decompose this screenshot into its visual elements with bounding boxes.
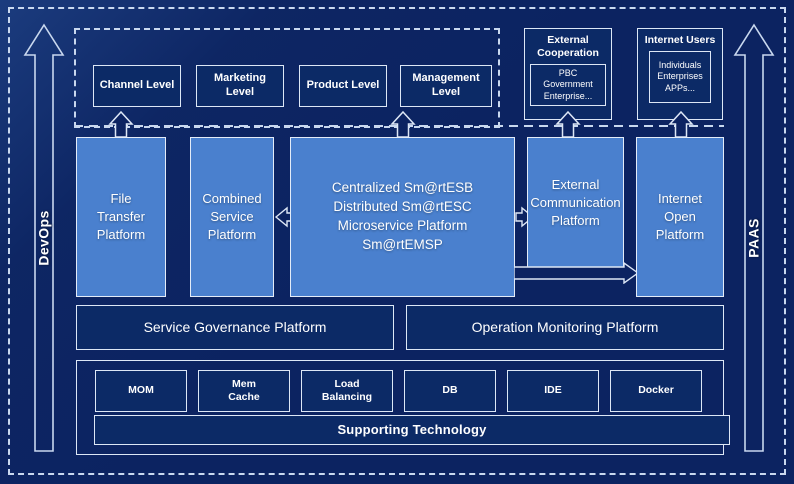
internet-open-line2: Open bbox=[664, 208, 696, 224]
level-label-marketing: Marketing Level bbox=[214, 72, 266, 98]
tech-box-mom[interactable]: MOM bbox=[95, 370, 187, 412]
combined-service-line1: Combined bbox=[202, 190, 262, 206]
external-communication-platform-box[interactable]: External Communication Platform bbox=[527, 137, 624, 269]
combined-service-platform-box[interactable]: Combined Service Platform bbox=[190, 137, 274, 297]
file-transfer-platform-box[interactable]: File Transfer Platform bbox=[76, 137, 166, 297]
up-arrow-external-cooperation bbox=[555, 110, 581, 138]
level-box-channel[interactable]: Channel Level bbox=[93, 65, 181, 107]
external-cooperation-box[interactable]: External Cooperation PBC Government Ente… bbox=[524, 28, 612, 120]
internet-users-detail: Individuals Enterprises APPs... bbox=[649, 51, 711, 104]
esb-line2: Distributed Sm@rtESC bbox=[333, 199, 472, 215]
tech-box-mem-cache[interactable]: Mem Cache bbox=[198, 370, 290, 412]
combined-service-line2: Service bbox=[210, 208, 254, 224]
tech-memcache-line2: Cache bbox=[228, 391, 260, 403]
devops-arrow-shape bbox=[23, 23, 65, 452]
devops-arrow: DevOps bbox=[22, 22, 66, 454]
level-box-product[interactable]: Product Level bbox=[299, 65, 387, 107]
internet-users-detail-line1: Individuals bbox=[658, 59, 702, 70]
arrow-esb-to-external-communication bbox=[515, 206, 535, 228]
operation-monitoring-label: Operation Monitoring Platform bbox=[471, 318, 659, 335]
tech-box-ide[interactable]: IDE bbox=[507, 370, 599, 412]
paas-label: PAAS bbox=[746, 218, 762, 258]
service-governance-label: Service Governance Platform bbox=[143, 318, 327, 335]
arrow-esb-to-internet-open-platform bbox=[514, 262, 640, 284]
supporting-technology-container bbox=[76, 360, 724, 455]
esb-line1: Centralized Sm@rtESB bbox=[331, 180, 474, 196]
up-arrow-internet-users bbox=[668, 110, 694, 138]
tech-loadbalancing-line1: Load bbox=[334, 377, 360, 390]
internet-users-title-line1: Internet Users bbox=[644, 34, 716, 46]
internet-users-detail-line2: Enterprises bbox=[657, 71, 703, 82]
internet-users-box[interactable]: Internet Users Individuals Enterprises A… bbox=[637, 28, 723, 120]
external-cooperation-title-line2: Cooperation bbox=[537, 47, 599, 60]
tech-box-db[interactable]: DB bbox=[404, 370, 496, 412]
file-transfer-line1: File bbox=[110, 190, 132, 206]
level-box-marketing[interactable]: Marketing Level bbox=[196, 65, 284, 107]
internet-open-line3: Platform bbox=[655, 227, 705, 243]
tech-memcache-line1: Mem bbox=[232, 377, 256, 390]
up-arrow-management bbox=[390, 110, 416, 138]
tech-loadbalancing-line2: Balancing bbox=[321, 391, 373, 403]
service-governance-platform-box[interactable]: Service Governance Platform bbox=[76, 305, 394, 350]
file-transfer-line2: Transfer bbox=[97, 208, 145, 224]
file-transfer-line3: Platform bbox=[96, 227, 146, 243]
level-box-management[interactable]: Management Level bbox=[400, 65, 492, 107]
external-cooperation-detail: PBC Government Enterprise... bbox=[530, 64, 606, 107]
paas-arrow-shape bbox=[733, 23, 775, 452]
external-cooperation-detail-line1: PBC Government bbox=[543, 67, 593, 90]
external-cooperation-title: External Cooperation bbox=[537, 34, 599, 60]
tech-box-load-balancing[interactable]: Load Balancing bbox=[301, 370, 393, 412]
internet-users-title: Internet Users bbox=[645, 34, 716, 47]
tech-ide-line1: IDE bbox=[544, 384, 562, 397]
layer-divider-dashed bbox=[74, 125, 724, 127]
internet-open-line1: Internet bbox=[657, 190, 703, 206]
operation-monitoring-platform-box[interactable]: Operation Monitoring Platform bbox=[406, 305, 724, 350]
supporting-technology-bar[interactable]: Supporting Technology bbox=[94, 415, 730, 445]
external-comm-line3: Platform bbox=[551, 213, 600, 229]
internet-users-detail-line3: APPs... bbox=[664, 82, 695, 93]
paas-arrow: PAAS bbox=[732, 22, 776, 454]
tech-mom-line1: MOM bbox=[128, 384, 154, 397]
external-cooperation-detail-line2: Enterprise... bbox=[543, 91, 593, 102]
tech-docker-line1: Docker bbox=[638, 384, 674, 397]
up-arrow-channel bbox=[108, 110, 134, 138]
external-comm-line1: External bbox=[551, 176, 600, 192]
level-label-management: Management Level bbox=[412, 72, 480, 98]
level-label-product: Product Level bbox=[306, 79, 380, 92]
devops-label: DevOps bbox=[36, 210, 52, 266]
external-comm-line2: Communication bbox=[530, 194, 621, 210]
level-label-channel: Channel Level bbox=[99, 79, 175, 92]
combined-service-line3: Platform bbox=[207, 227, 257, 243]
internet-open-platform-box[interactable]: Internet Open Platform bbox=[636, 137, 724, 297]
esb-line3: Microservice Platform Sm@rtEMSP bbox=[337, 218, 468, 252]
tech-db-line1: DB bbox=[442, 384, 458, 397]
supporting-technology-label: Supporting Technology bbox=[337, 421, 487, 437]
esb-platform-box[interactable]: Centralized Sm@rtESB Distributed Sm@rtES… bbox=[290, 137, 515, 297]
external-cooperation-title-line1: External bbox=[547, 34, 589, 46]
tech-box-docker[interactable]: Docker bbox=[610, 370, 702, 412]
